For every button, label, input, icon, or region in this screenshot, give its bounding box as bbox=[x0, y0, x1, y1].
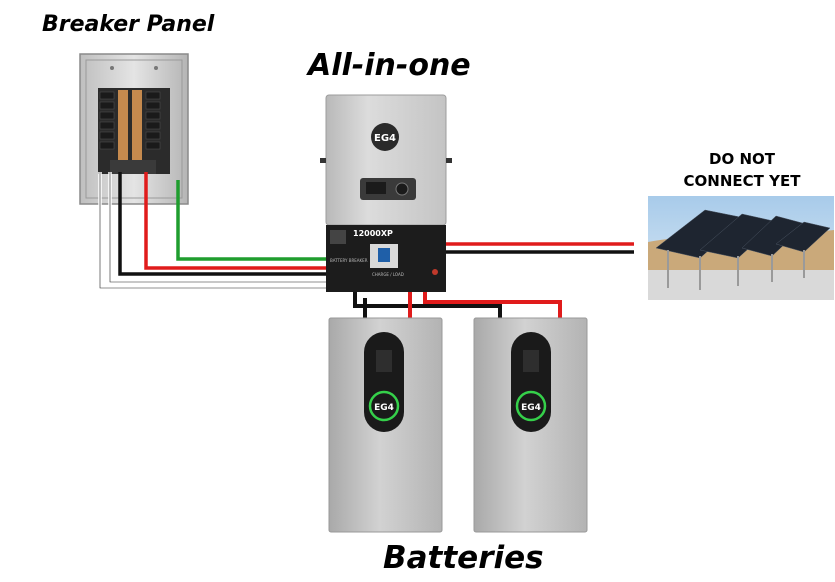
ac-wires bbox=[98, 172, 328, 290]
warning-line-2: CONNECT YET bbox=[683, 172, 801, 190]
battery-unit-1: EG4 bbox=[328, 317, 443, 533]
inverter-panel-label: BATTERY BREAKER bbox=[330, 258, 368, 263]
all-in-one-title: All-in-one bbox=[308, 48, 471, 83]
battery-2-logo: EG4 bbox=[521, 403, 541, 413]
battery-unit-2: EG4 bbox=[473, 317, 588, 533]
all-in-one-inverter: EG4 12000XP BATTERY BREAKER CHARGE / LOA… bbox=[320, 94, 452, 292]
batteries-title: Batteries bbox=[383, 540, 544, 576]
inverter-model: 12000XP bbox=[353, 229, 393, 238]
inverter-switch-label: CHARGE / LOAD bbox=[372, 272, 404, 277]
pv-wires bbox=[445, 242, 634, 254]
breaker-panel bbox=[79, 53, 189, 205]
battery-1-logo: EG4 bbox=[374, 403, 394, 413]
warning-line-1: DO NOT bbox=[709, 150, 775, 168]
battery-wires bbox=[353, 290, 562, 320]
inverter-logo-text: EG4 bbox=[374, 133, 396, 144]
breaker-panel-title: Breaker Panel bbox=[42, 12, 215, 37]
solar-array-photo bbox=[648, 196, 834, 300]
solar-warning-label: DO NOT CONNECT YET bbox=[668, 148, 816, 192]
